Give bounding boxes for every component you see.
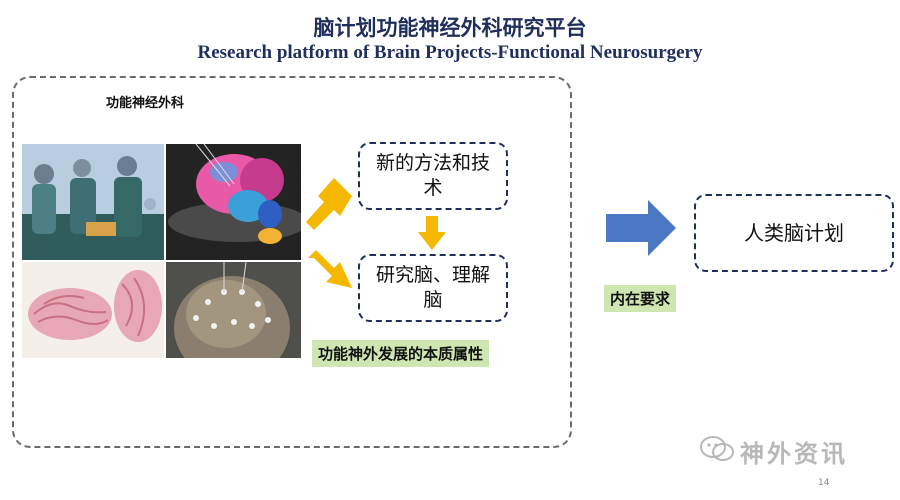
watermark: 神外资讯 xyxy=(700,434,848,469)
watermark-text: 神外资讯 xyxy=(740,440,848,468)
internal-requirement-label: 内在要求 xyxy=(604,285,677,312)
orange-arrow-to-photos xyxy=(306,178,352,230)
surgery-photo xyxy=(22,144,164,260)
functional-neurosurgery-frame xyxy=(12,76,572,448)
new-methods-text: 新的方法和技术 xyxy=(375,152,490,199)
wechat-icon xyxy=(700,435,734,469)
orange-arrow-down xyxy=(418,216,446,250)
electrode-head-photo xyxy=(166,262,301,358)
research-brain-text: 研究脑、理解脑 xyxy=(375,264,490,311)
orange-arrow-to-research xyxy=(308,250,352,288)
human-brain-project-text: 人类脑计划 xyxy=(744,221,844,245)
human-brain-project-box: 人类脑计划 xyxy=(694,194,894,272)
blue-arrow-to-project xyxy=(606,200,676,256)
page-title-cn: 脑计划功能神经外科研究平台 xyxy=(313,16,587,40)
intrinsic-attribute-label: 功能神外发展的本质属性 xyxy=(312,340,490,367)
research-brain-box: 研究脑、理解脑 xyxy=(358,254,508,322)
page-title-en: Research platform of Brain Projects-Func… xyxy=(197,42,703,63)
mri-segmentation-photo xyxy=(166,144,301,260)
brain-anatomy-illustration xyxy=(22,262,164,358)
page-number: 14 xyxy=(818,478,830,488)
new-methods-box: 新的方法和技术 xyxy=(358,142,508,210)
section-label: 功能神经外科 xyxy=(106,96,185,111)
